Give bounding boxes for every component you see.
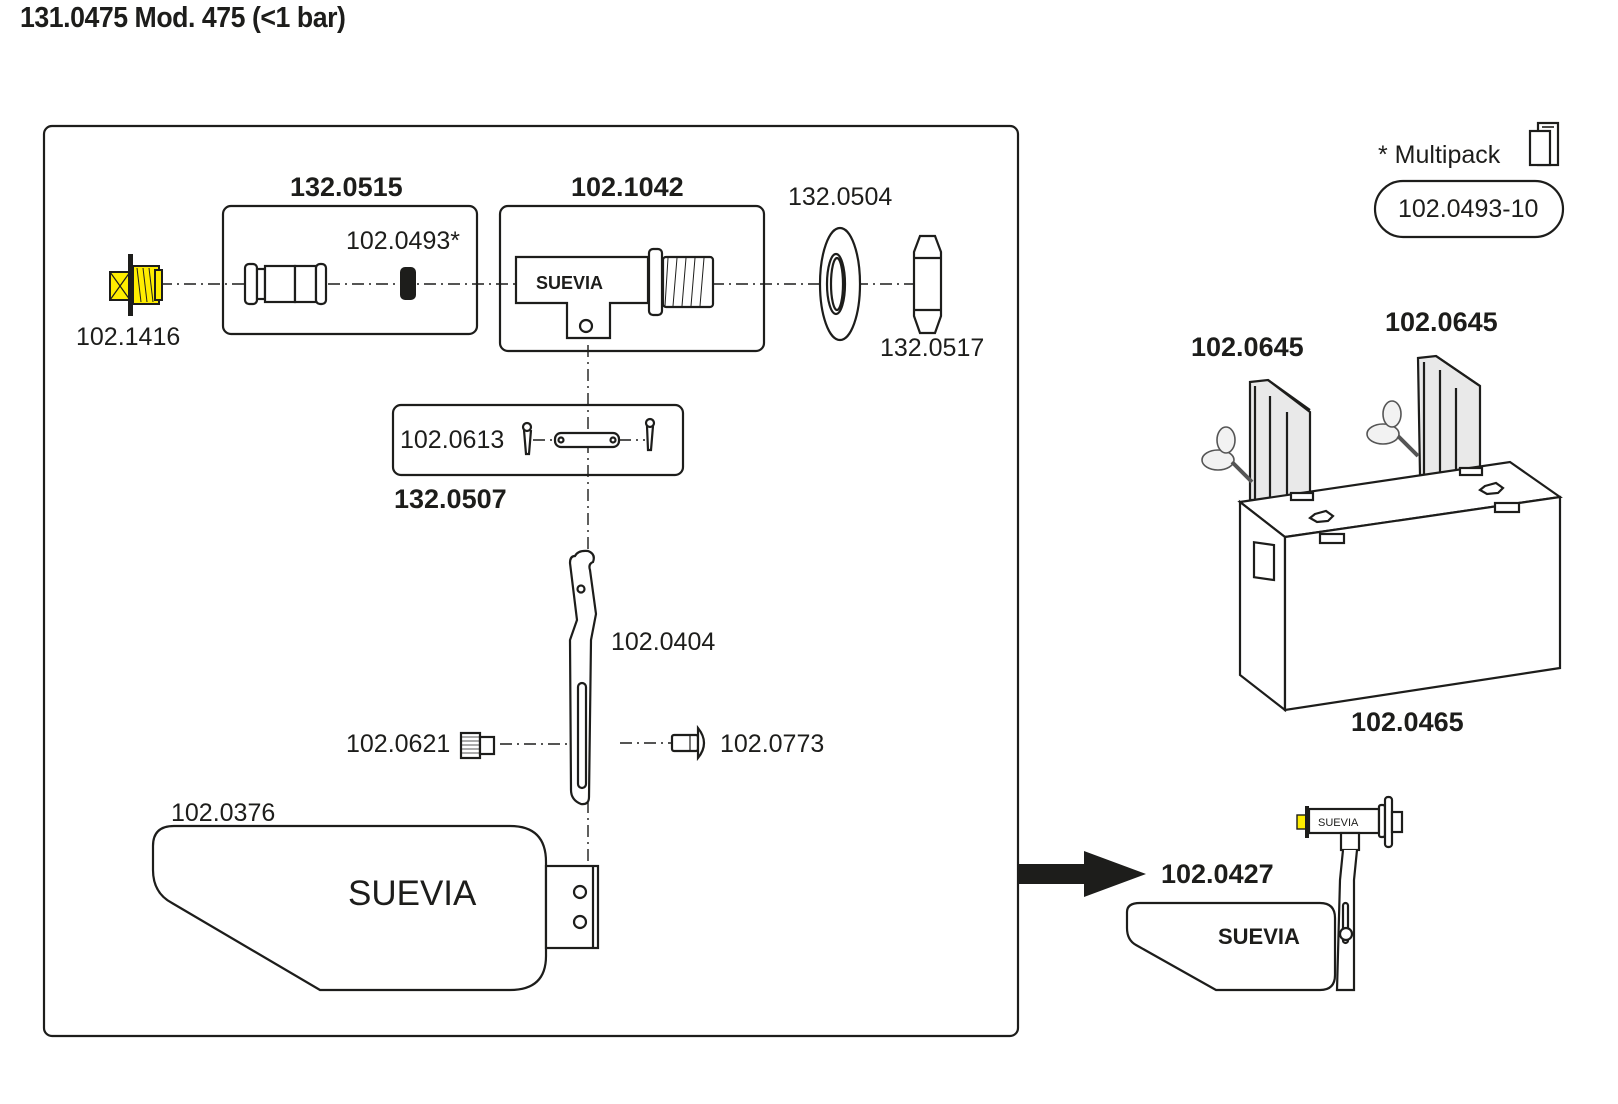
label-102-0773: 102.0773 <box>720 730 824 758</box>
label-102-0376: 102.0376 <box>171 799 275 827</box>
valve-body-102-1042[interactable] <box>514 247 715 340</box>
assembled-valve-102-0427[interactable] <box>1125 795 1404 992</box>
label-132-0507: 132.0507 <box>394 484 507 514</box>
label-102-0645-right: 102.0645 <box>1385 307 1498 337</box>
label-102-0404: 102.0404 <box>611 628 715 656</box>
label-102-0621: 102.0621 <box>346 730 450 758</box>
float-brand: SUEVIA <box>348 874 477 913</box>
wing-nut-right <box>1366 423 1400 445</box>
cotter-pin-left[interactable] <box>521 421 533 456</box>
hex-bolt-right <box>1478 481 1505 496</box>
label-102-0645-left: 102.0645 <box>1191 332 1304 362</box>
page-title: 131.0475 Mod. 475 (<1 bar) <box>20 2 346 34</box>
label-132-0504: 132.0504 <box>788 183 892 211</box>
valve-body-brand: SUEVIA <box>536 273 603 293</box>
knurled-screw-102-0621[interactable] <box>459 731 496 760</box>
bracket-102-0645-right[interactable] <box>1366 354 1482 477</box>
kit-132-0507-box[interactable] <box>391 403 685 477</box>
assembled-float-brand: SUEVIA <box>1218 924 1300 949</box>
kit-132-0515-box[interactable] <box>221 204 479 336</box>
wing-nut-left <box>1201 449 1235 471</box>
pin-shaft[interactable] <box>553 431 621 449</box>
plug-102-1416[interactable] <box>109 254 163 316</box>
label-102-0613: 102.0613 <box>400 426 504 454</box>
assembly-frame <box>42 124 1020 1038</box>
label-102-1416: 102.1416 <box>76 323 180 351</box>
valve-cartridge[interactable] <box>243 262 328 306</box>
label-132-0515: 132.0515 <box>290 172 403 202</box>
label-102-0465: 102.0465 <box>1351 707 1464 737</box>
label-102-0427: 102.0427 <box>1161 859 1274 889</box>
tank-102-0465[interactable] <box>1237 460 1563 713</box>
label-102-0493: 102.0493* <box>346 227 460 255</box>
float-102-0376[interactable] <box>151 824 600 992</box>
o-ring-102-0493[interactable] <box>400 267 416 300</box>
washer-132-0504[interactable] <box>818 226 862 342</box>
valve-body-box[interactable] <box>498 204 766 353</box>
multipack-icon <box>1528 121 1560 167</box>
rivet-102-0773[interactable] <box>670 724 706 762</box>
hex-bolt-left <box>1308 509 1335 524</box>
label-132-0517: 132.0517 <box>880 334 984 362</box>
cotter-pin-right[interactable] <box>644 417 656 452</box>
arrow-right-icon <box>1018 851 1146 897</box>
lever-102-0404[interactable] <box>568 549 598 806</box>
multipack-code-pill[interactable] <box>1373 179 1565 239</box>
multipack-label: * Multipack <box>1378 141 1501 169</box>
nut-132-0517[interactable] <box>912 234 943 335</box>
multipack-code: 102.0493-10 <box>1398 195 1538 223</box>
assembled-valve-brand: SUEVIA <box>1318 817 1359 829</box>
label-102-1042: 102.1042 <box>571 172 684 202</box>
bracket-102-0645-left[interactable] <box>1201 378 1312 502</box>
